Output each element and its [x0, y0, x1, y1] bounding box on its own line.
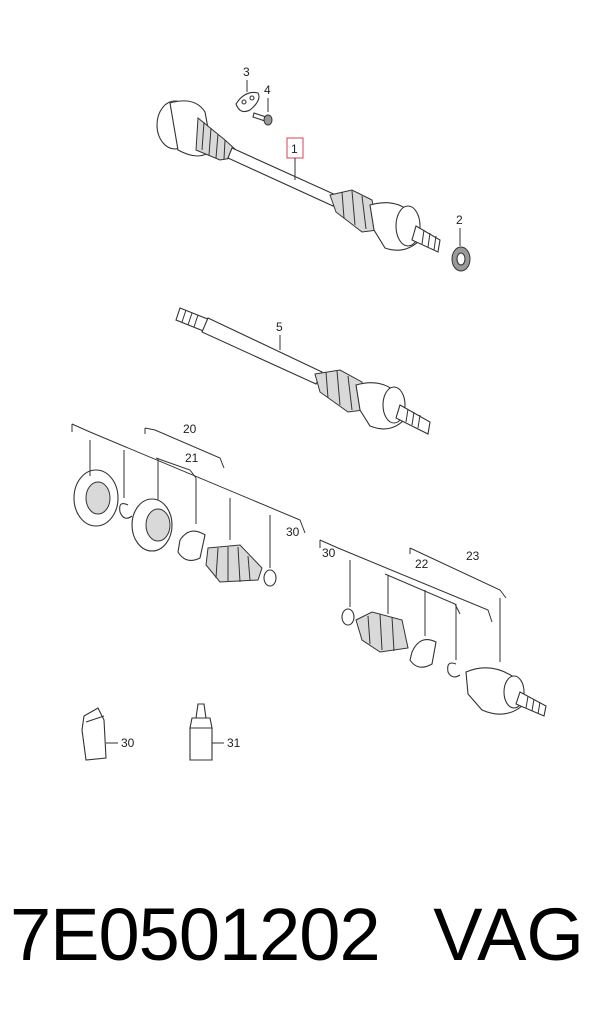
tube-icon — [81, 707, 107, 761]
drive-shaft-assembly: 1 2 3 4 — [156, 65, 471, 272]
grease-tube: 30 — [81, 707, 135, 761]
shaft-bar — [227, 147, 339, 207]
adhesive-bottle: 31 — [189, 703, 241, 761]
outer-boot-exploded — [355, 611, 409, 653]
parts-diagram: 1 2 3 4 5 20 21 30 — [71, 65, 547, 761]
bottle-icon — [189, 727, 213, 761]
callout-4: 4 — [264, 83, 271, 97]
inner-boot-exploded — [205, 544, 263, 583]
callout-1: 1 — [291, 142, 298, 156]
small-clamp-b — [341, 608, 355, 626]
callout-22: 22 — [415, 557, 429, 571]
callout-30-c: 30 — [121, 736, 135, 750]
callout-2: 2 — [456, 213, 463, 227]
callout-30-a: 30 — [286, 525, 300, 539]
hose-clamp-outer — [409, 639, 437, 668]
callout-21: 21 — [185, 451, 199, 465]
callout-31: 31 — [227, 736, 241, 750]
callout-30-b: 30 — [322, 546, 336, 560]
shaft-5-bar — [201, 317, 323, 385]
lock-plate — [235, 91, 260, 113]
callout-3: 3 — [243, 65, 250, 79]
brand-label: VAG — [433, 893, 584, 976]
caption-bar: 7E0501202 VAG — [0, 880, 600, 1000]
outer-joint-exploded-group: 30 22 23 — [319, 539, 547, 717]
small-clamp-a — [263, 569, 277, 587]
inner-joint-exploded-group: 20 21 30 — [71, 422, 306, 587]
shaft-with-outer-joint: 5 — [175, 307, 431, 435]
callout-20: 20 — [183, 422, 197, 436]
circlip-outer — [447, 662, 461, 678]
part-number: 7E0501202 — [10, 893, 381, 976]
circlip-inner — [119, 503, 133, 519]
callout-23: 23 — [466, 549, 480, 563]
hose-clamp-inner — [177, 530, 206, 561]
callout-5: 5 — [276, 320, 283, 334]
